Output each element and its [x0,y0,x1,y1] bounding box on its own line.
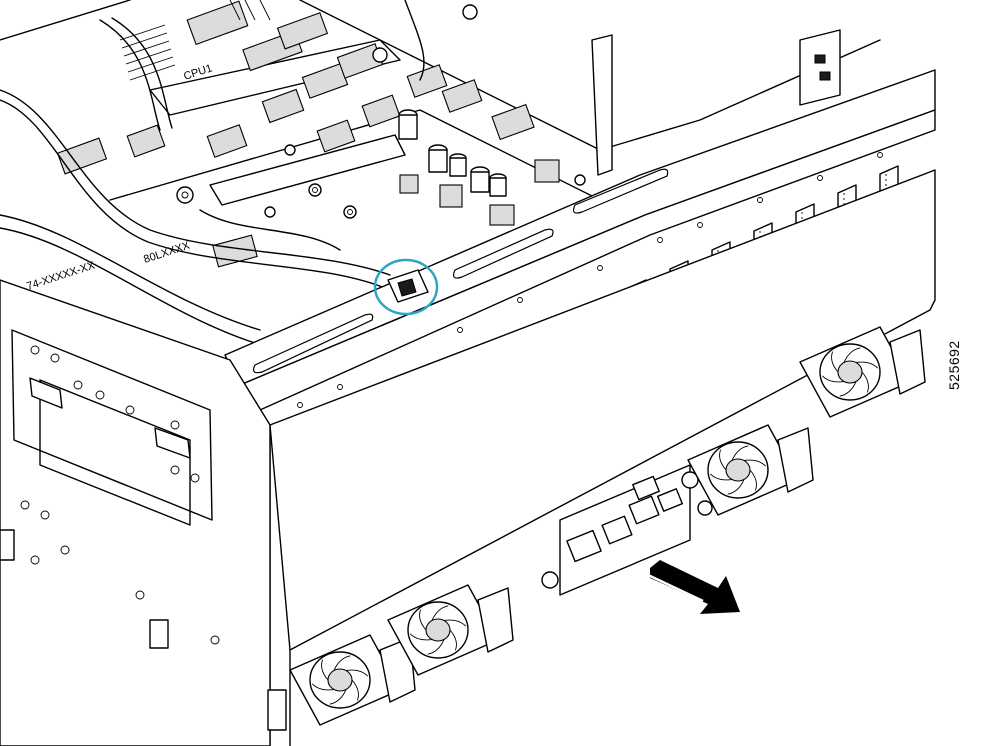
fan-icon [387,584,514,676]
standoffs [176,4,586,219]
fan-icon [799,326,926,418]
fan-icon [687,424,814,516]
figure-id-label: 525692 [946,340,962,390]
connector-blocks [56,0,560,268]
board-label-part: 80LXXXX [142,239,192,265]
board-label-serial: 74-XXXXX-XX [25,259,97,293]
direction-arrow-icon [647,560,740,614]
rear-panel [0,169,936,746]
fan-icon [289,634,416,726]
heatsink [119,0,271,81]
cables [0,0,425,344]
highlight-circle-icon [373,258,439,316]
capacitors [398,109,507,197]
fan-modules [289,326,926,726]
